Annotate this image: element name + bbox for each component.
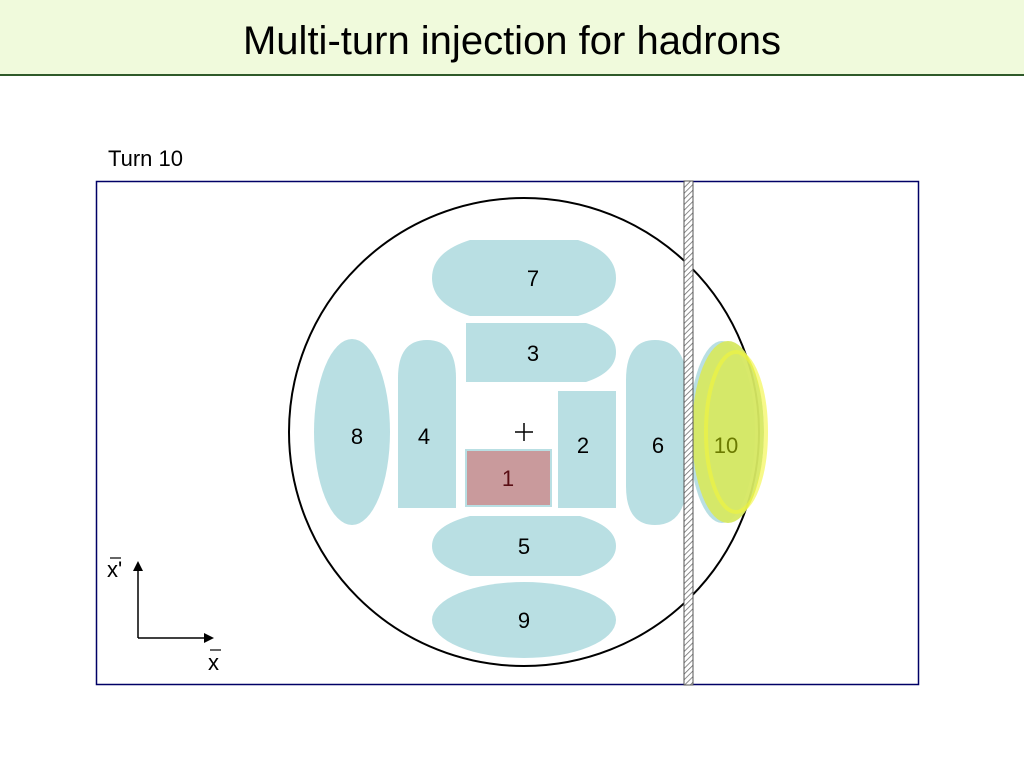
title-bar: Multi-turn injection for hadrons bbox=[0, 0, 1024, 76]
beamlet-3-shape bbox=[466, 323, 616, 382]
beamlet-5-label: 5 bbox=[518, 534, 530, 559]
beamlet-3-label: 3 bbox=[527, 341, 539, 366]
beamlet-2-shape bbox=[558, 391, 616, 508]
y-axis-arrow bbox=[133, 561, 143, 571]
beamlet-5-shape bbox=[432, 516, 616, 576]
closed-orbit-region bbox=[466, 391, 550, 449]
beamlet-8-label: 8 bbox=[351, 424, 363, 449]
axes bbox=[137, 568, 206, 639]
beamlet-8-shape bbox=[314, 339, 390, 525]
x-axis-arrow bbox=[204, 633, 214, 643]
x-axis-label: x bbox=[208, 650, 219, 675]
phase-space-frame bbox=[95, 180, 920, 686]
beamlet-1-label: 1 bbox=[502, 466, 514, 491]
beamlet-7-label: 7 bbox=[527, 266, 539, 291]
beamlet-9-shape bbox=[432, 582, 616, 658]
page-title: Multi-turn injection for hadrons bbox=[242, 19, 782, 63]
beamlet-7-shape bbox=[432, 240, 616, 316]
beamlet-4-label: 4 bbox=[418, 424, 430, 449]
closed-orbit-marker bbox=[515, 423, 533, 441]
beamlet-9-label: 9 bbox=[518, 608, 530, 633]
beamlet-10-label: 10 bbox=[714, 433, 738, 458]
beamlet-6-label: 6 bbox=[652, 433, 664, 458]
turn-label: Turn 10 bbox=[108, 146, 184, 171]
beamlet-6-shape bbox=[626, 340, 687, 525]
y-axis-label: x' bbox=[107, 557, 122, 582]
beamlet-1-shape bbox=[466, 450, 551, 506]
beamlet-4-shape bbox=[398, 340, 456, 508]
septum bbox=[683, 180, 694, 686]
beamlet-2-label: 2 bbox=[577, 433, 589, 458]
